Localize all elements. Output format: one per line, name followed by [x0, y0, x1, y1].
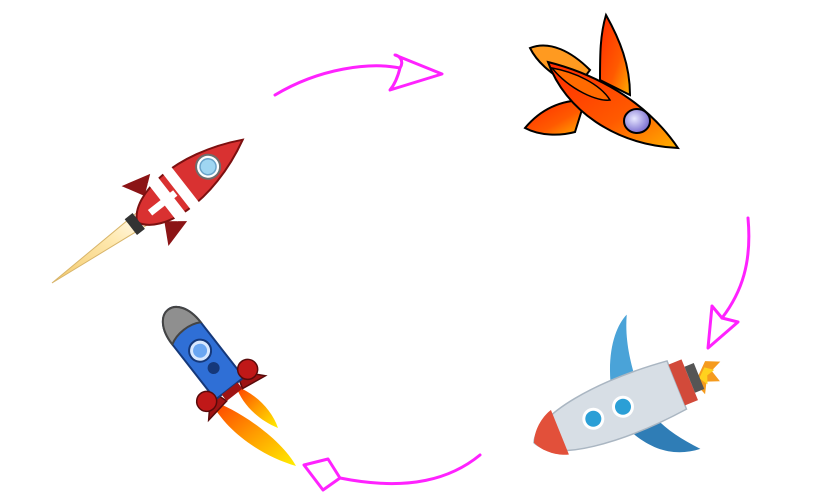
gray-blue-rocket-icon — [533, 314, 721, 455]
arrow-top — [273, 53, 444, 97]
blue-rocket-icon — [161, 306, 296, 466]
red-white-striped-rocket-icon — [51, 138, 245, 284]
arrow-right — [706, 216, 751, 350]
arrow-bottom — [302, 453, 482, 492]
orange-gradient-rocket-icon — [523, 12, 680, 150]
